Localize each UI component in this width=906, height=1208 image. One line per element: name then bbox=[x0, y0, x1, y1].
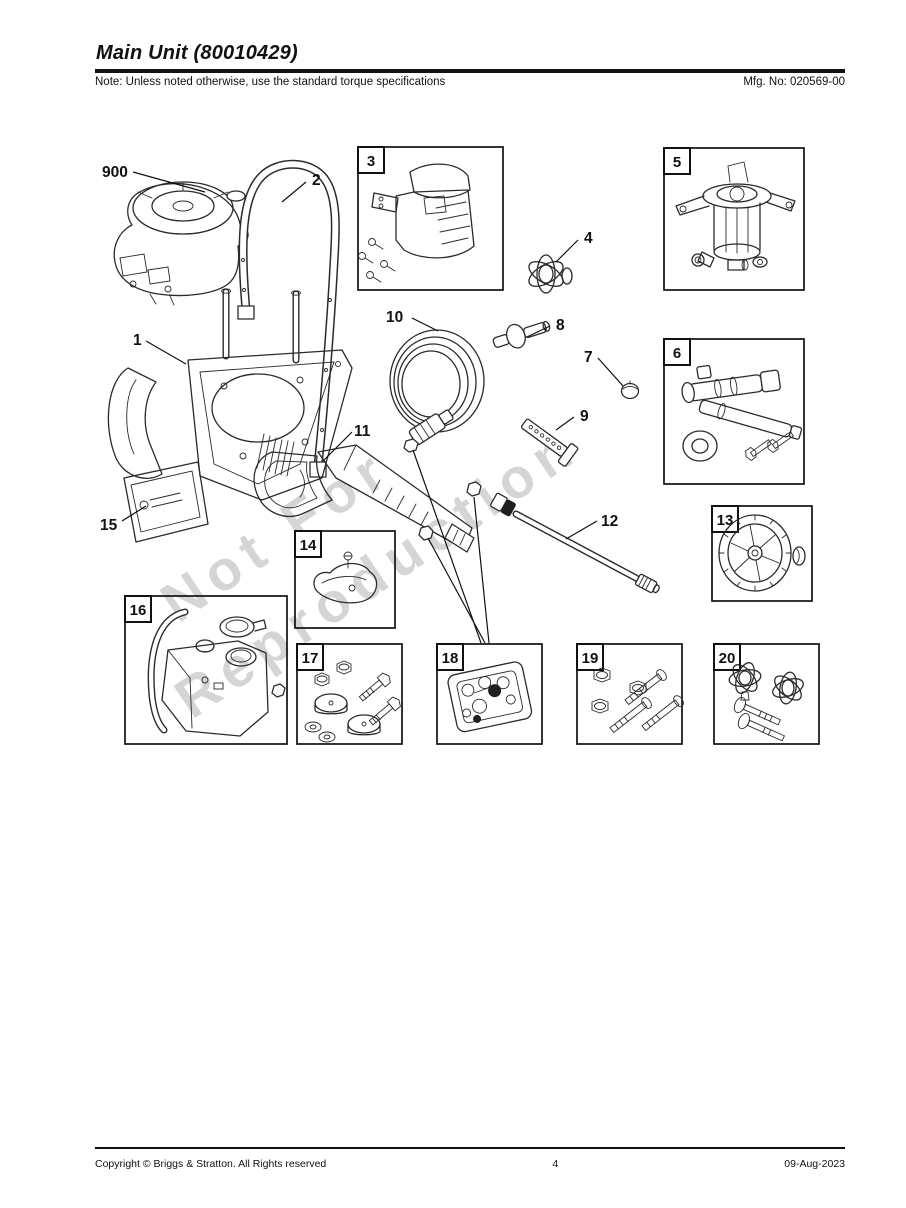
title-rule bbox=[95, 69, 845, 73]
callout-engine: 900 bbox=[102, 164, 128, 181]
part-box-knob-kit: 20 bbox=[713, 643, 820, 745]
hose-illustration bbox=[389, 329, 485, 453]
footer-date: 09-Aug-2023 bbox=[784, 1158, 845, 1170]
part-box-manifold: 6 bbox=[663, 338, 805, 485]
knob-b bbox=[772, 671, 804, 705]
lance-illustration bbox=[466, 481, 660, 594]
part-box-manifold-number: 6 bbox=[673, 345, 681, 362]
part-box-deflector: 14 bbox=[294, 530, 396, 629]
knob-illustration bbox=[528, 254, 573, 294]
cleaner-tool-illustration bbox=[520, 418, 579, 467]
callout-hose: 10 bbox=[386, 309, 403, 326]
footer-page-number: 4 bbox=[552, 1158, 559, 1170]
part-box-wheel-number: 13 bbox=[717, 512, 734, 529]
part-box-grommet-panel-number: 18 bbox=[442, 650, 459, 667]
part-box-knob-kit-number: 20 bbox=[719, 650, 736, 667]
skid-panel-illustration bbox=[123, 461, 209, 543]
part-box-pump-number: 5 bbox=[673, 154, 681, 171]
callout-spray-gun: 11 bbox=[354, 423, 371, 440]
part-box-tank-number: 16 bbox=[130, 602, 147, 619]
part-box-grommet-panel: 18 bbox=[436, 643, 543, 745]
leader-lines bbox=[121, 171, 624, 644]
page-title: Main Unit (80010429) bbox=[96, 42, 298, 64]
footer-rule bbox=[95, 1147, 845, 1149]
footer: Copyright © Briggs & Stratton. All Right… bbox=[95, 1158, 845, 1170]
callout-panel: 15 bbox=[100, 517, 118, 534]
footer-copyright: Copyright © Briggs & Stratton. All Right… bbox=[95, 1158, 327, 1170]
callout-knob: 4 bbox=[584, 230, 593, 247]
part-box-mount-kit-number: 17 bbox=[302, 650, 319, 667]
part-box-deflector-number: 14 bbox=[300, 537, 317, 554]
callout-lance: 12 bbox=[601, 513, 618, 530]
cap-illustration bbox=[620, 380, 640, 400]
coupler-illustration bbox=[492, 320, 551, 349]
part-box-mount-kit: 17 bbox=[296, 643, 403, 745]
callout-cap: 7 bbox=[584, 349, 593, 366]
handle-illustration bbox=[237, 159, 340, 478]
part-box-bracket-number: 3 bbox=[367, 153, 375, 170]
callout-frame: 1 bbox=[133, 332, 142, 349]
part-box-tank: 16 bbox=[124, 595, 288, 745]
callout-handle: 2 bbox=[312, 172, 321, 189]
knob-a bbox=[728, 662, 762, 701]
callout-cleaner-tool: 9 bbox=[580, 408, 589, 425]
part-box-bracket: 3 bbox=[357, 146, 504, 291]
callout-coupler: 8 bbox=[556, 317, 565, 334]
frame-illustration bbox=[107, 288, 353, 501]
part-box-pump: 5 bbox=[663, 147, 805, 291]
part-box-wheel: 13 bbox=[711, 505, 813, 602]
engine-illustration bbox=[113, 181, 249, 306]
part-box-bolt-kit: 19 bbox=[576, 643, 684, 745]
header-note-row: Note: Unless noted otherwise, use the st… bbox=[95, 76, 845, 88]
callout-labels: 900 2 4 10 8 7 9 1 15 11 12 bbox=[100, 164, 618, 534]
torque-note: Note: Unless noted otherwise, use the st… bbox=[95, 76, 446, 88]
mfg-number: Mfg. No: 020569-00 bbox=[743, 76, 845, 88]
part-box-bolt-kit-number: 19 bbox=[582, 650, 599, 667]
spray-gun-illustration bbox=[253, 444, 475, 553]
